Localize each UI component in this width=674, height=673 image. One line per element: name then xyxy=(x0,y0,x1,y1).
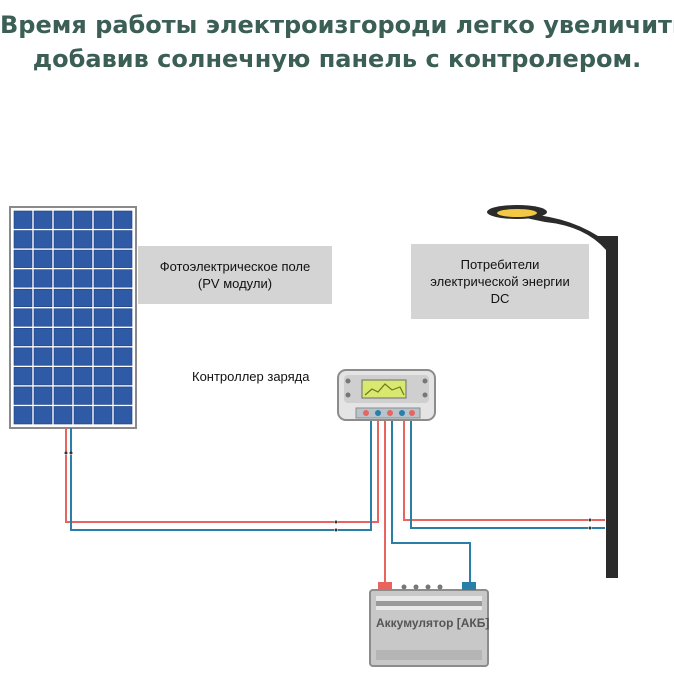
solar-cell xyxy=(73,308,93,327)
solar-cell xyxy=(13,230,33,249)
battery-wires xyxy=(384,420,471,588)
solar-cell xyxy=(93,269,113,288)
solar-cell xyxy=(53,386,73,405)
solar-cell xyxy=(33,347,53,366)
street-lamp-icon xyxy=(487,205,618,578)
battery-icon xyxy=(369,582,489,667)
consumers-label-line-3: DC xyxy=(490,291,510,306)
solar-cell xyxy=(93,386,113,405)
solar-cell xyxy=(33,230,53,249)
battery-label: Аккумулятор [АКБ] xyxy=(376,616,490,630)
solar-cell xyxy=(53,210,73,229)
solar-cell xyxy=(53,367,73,386)
solar-cell xyxy=(73,386,93,405)
pv-field-label-line-1: Фотоэлектрическое поле xyxy=(159,259,311,274)
consumers-label-line-2: электрической энергии xyxy=(430,274,570,289)
solar-cell xyxy=(73,347,93,366)
solar-cell xyxy=(113,367,133,386)
pv-field-label-line-2: (PV модули) xyxy=(197,276,273,291)
headline-line-1: Время работы электроизгороди легко увели… xyxy=(0,11,674,39)
solar-cell xyxy=(53,327,73,347)
solar-cell xyxy=(33,327,53,347)
solar-cell xyxy=(13,367,33,386)
solar-cell xyxy=(13,210,33,229)
solar-cell xyxy=(113,230,133,249)
solar-cell xyxy=(13,288,33,308)
solar-cell xyxy=(73,269,93,288)
solar-cell xyxy=(53,406,73,425)
solar-cell xyxy=(113,386,133,405)
solar-cell xyxy=(93,210,113,229)
solar-cell xyxy=(33,269,53,288)
solar-cell xyxy=(73,210,93,229)
solar-cell xyxy=(113,249,133,268)
solar-cell xyxy=(73,230,93,249)
solar-cell xyxy=(113,327,133,347)
solar-cell xyxy=(13,308,33,327)
solar-cell xyxy=(53,288,73,308)
solar-cell xyxy=(13,249,33,268)
headline: Время работы электроизгороди легко увели… xyxy=(0,8,674,76)
solar-cell xyxy=(73,249,93,268)
solar-cell xyxy=(93,406,113,425)
solar-cell xyxy=(73,288,93,308)
solar-cell xyxy=(13,406,33,425)
solar-cell xyxy=(73,327,93,347)
panel-wires xyxy=(63,420,379,533)
solar-cell xyxy=(13,269,33,288)
solar-cell xyxy=(73,367,93,386)
solar-cell xyxy=(33,288,53,308)
solar-cell xyxy=(93,249,113,268)
solar-cell xyxy=(113,347,133,366)
solar-cell xyxy=(33,406,53,425)
solar-cell xyxy=(13,347,33,366)
solar-cell xyxy=(53,269,73,288)
solar-cell xyxy=(93,327,113,347)
charge-controller-label: Контроллер заряда xyxy=(192,369,310,384)
solar-cell xyxy=(13,327,33,347)
solar-cell xyxy=(53,249,73,268)
solar-cell xyxy=(113,288,133,308)
solar-cell xyxy=(33,308,53,327)
solar-cell xyxy=(93,230,113,249)
solar-cell xyxy=(53,347,73,366)
solar-cell xyxy=(53,230,73,249)
solar-cell xyxy=(93,347,113,366)
charge-controller-icon xyxy=(337,369,436,421)
solar-cell xyxy=(33,210,53,229)
solar-cell xyxy=(113,269,133,288)
solar-cell xyxy=(33,249,53,268)
consumers-label: Потребители электрической энергии DC xyxy=(411,244,589,319)
solar-cell xyxy=(113,406,133,425)
solar-cell xyxy=(93,367,113,386)
load-wires xyxy=(403,420,605,531)
solar-cell xyxy=(53,308,73,327)
solar-cell xyxy=(113,308,133,327)
headline-line-2: добавив солнечную панель с контролером. xyxy=(32,45,642,73)
solar-cell xyxy=(33,367,53,386)
solar-cell xyxy=(93,288,113,308)
solar-cell xyxy=(73,406,93,425)
solar-cell xyxy=(113,210,133,229)
pv-field-label: Фотоэлектрическое поле (PV модули) xyxy=(138,246,332,304)
solar-panel-icon xyxy=(9,206,137,429)
solar-cell xyxy=(13,386,33,405)
solar-cell xyxy=(33,386,53,405)
solar-cell xyxy=(93,308,113,327)
consumers-label-line-1: Потребители xyxy=(460,257,540,272)
